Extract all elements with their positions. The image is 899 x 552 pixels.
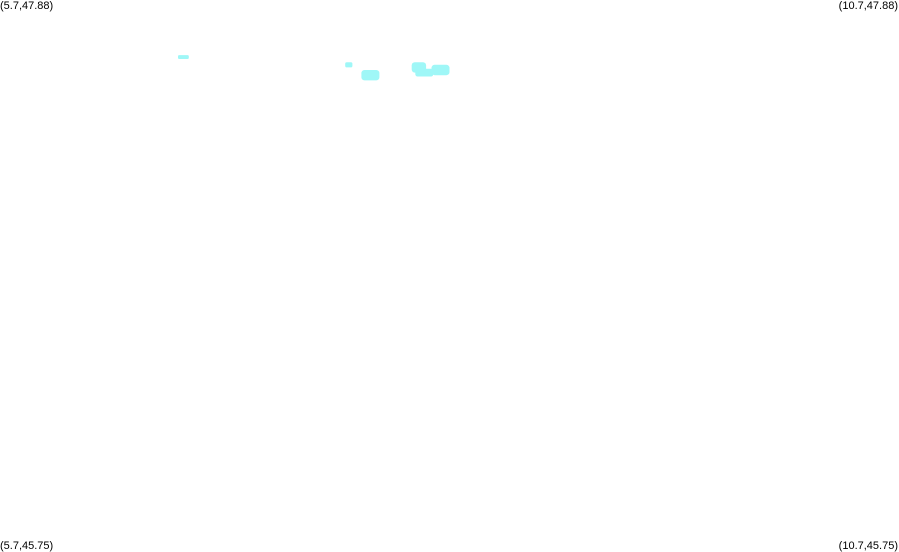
corner-label-bottom-left: (5.7,45.75) — [0, 540, 54, 552]
map-feature-5 — [415, 68, 434, 77]
corner-label-top-left: (5.7,47.88) — [0, 0, 54, 12]
map-feature-4 — [431, 64, 450, 76]
map-feature-2 — [361, 70, 380, 81]
map-feature-0 — [178, 55, 189, 59]
corner-label-bottom-right: (10.7,45.75) — [838, 540, 898, 552]
map-feature-1 — [345, 62, 353, 68]
corner-label-top-right: (10.7,47.88) — [838, 0, 898, 12]
